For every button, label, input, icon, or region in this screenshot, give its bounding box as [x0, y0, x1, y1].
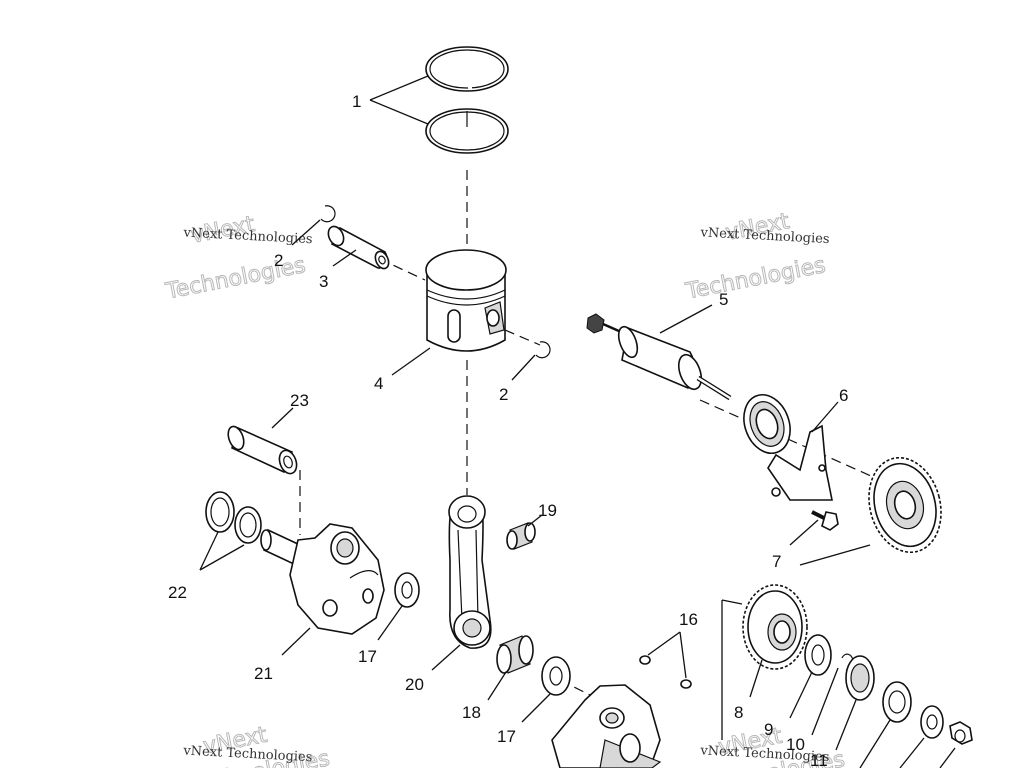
piston-ring-lower	[425, 108, 509, 154]
callout-3: 3	[319, 272, 328, 291]
callout-10: 10	[786, 735, 805, 754]
circlip-right	[535, 341, 551, 359]
callout-16: 16	[679, 610, 698, 629]
gear-lower	[742, 584, 808, 670]
callout-7: 7	[772, 552, 781, 571]
callout-20: 20	[405, 675, 424, 694]
drive-gear-large	[868, 456, 942, 554]
castle-nut	[882, 681, 912, 723]
bearing-11	[845, 655, 875, 701]
crankshaft-half-left	[260, 523, 385, 635]
watermark-text: vNext Technologies	[182, 743, 313, 765]
callout-17-left: 17	[358, 647, 377, 666]
callout-4: 4	[374, 374, 383, 393]
watermark-top-right: vNext Technologies	[683, 208, 828, 305]
callout-1: 1	[352, 92, 361, 111]
callout-22: 22	[168, 583, 187, 602]
callout-18: 18	[462, 703, 481, 722]
piston-ring-upper	[425, 46, 509, 92]
pump-shaft	[586, 313, 732, 401]
hex-nut-right	[949, 721, 973, 745]
callout-labels: 1 2 3 4 2 5 6 7 23 19 22 21 17 20 18 17 …	[168, 92, 848, 768]
circlip-left	[320, 205, 336, 223]
axis-line-clip	[504, 329, 541, 346]
watermark-text: vNext Technologies	[699, 743, 830, 765]
crankshaft-half-right	[551, 684, 662, 768]
watermark-outline-bottom: Technologies	[683, 253, 827, 305]
watermark-text: vNext Technologies	[699, 225, 830, 247]
crank-pin	[227, 425, 298, 475]
callout-8: 8	[734, 703, 743, 722]
washer-9	[804, 634, 832, 676]
callout-21: 21	[254, 664, 273, 683]
callout-5: 5	[719, 290, 728, 309]
callout-23: 23	[290, 391, 309, 410]
callout-9: 9	[764, 720, 773, 739]
leader-lines	[199, 75, 956, 768]
piston-pin	[327, 225, 390, 270]
retainer-bracket	[767, 424, 833, 501]
ball-bearing-upper	[743, 394, 791, 454]
callout-11: 11	[810, 751, 828, 768]
needle-bearing-large	[496, 635, 534, 674]
dowel-pin-lower	[680, 679, 692, 689]
needle-bearing-small	[506, 522, 536, 550]
thrust-washer-right	[541, 656, 571, 696]
callout-6: 6	[839, 386, 848, 405]
callout-2-left: 2	[274, 251, 283, 270]
washer-right	[920, 705, 944, 739]
watermark-outline-bottom: Technologies	[163, 253, 307, 305]
piston	[425, 249, 507, 352]
watermark-top-left: vNext Technologies	[163, 211, 308, 305]
callout-17-right: 17	[497, 727, 516, 746]
watermark-text: vNext Technologies	[182, 225, 313, 247]
connecting-rod	[448, 495, 492, 649]
callout-2-right: 2	[499, 385, 508, 404]
axis-line-shaft	[699, 399, 881, 481]
oil-seal-inner	[234, 506, 262, 544]
dowel-pin-upper	[639, 655, 651, 665]
bolt	[811, 510, 839, 531]
callout-19: 19	[538, 501, 557, 520]
thrust-washer-left	[394, 572, 420, 608]
